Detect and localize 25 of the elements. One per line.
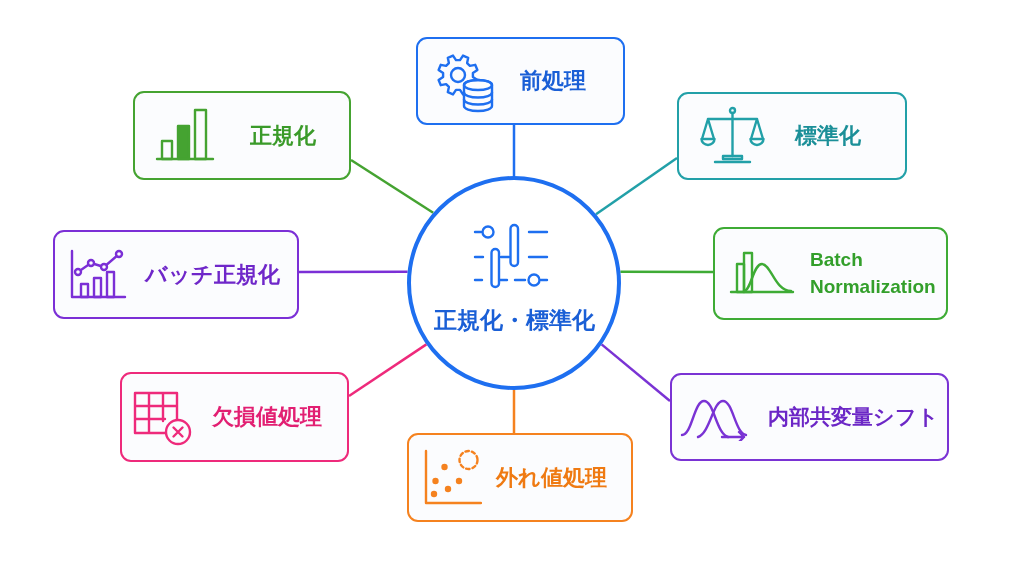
hub-title: 正規化・標準化 xyxy=(433,307,595,335)
connector-line xyxy=(595,156,678,216)
topic-label: 外れ値処理 xyxy=(496,464,607,491)
connector-line xyxy=(350,158,434,214)
topic-label: 正規化 xyxy=(250,122,316,149)
topic-box xyxy=(120,372,349,462)
topic-box xyxy=(677,92,907,180)
topic-label: 前処理 xyxy=(520,67,586,95)
topic-box xyxy=(713,227,948,320)
connector-line xyxy=(620,270,713,274)
topic-box xyxy=(670,373,949,461)
connector-line xyxy=(512,390,516,433)
connector-line xyxy=(299,270,408,274)
topic-box xyxy=(133,91,351,180)
topic-box xyxy=(53,230,299,319)
connector-line xyxy=(512,125,516,176)
topic-label: バッチ正規化 xyxy=(145,261,280,288)
topic-box xyxy=(416,37,625,125)
connector-line xyxy=(348,343,428,398)
connector-line xyxy=(600,343,671,402)
topic-label: Batch Normalization xyxy=(810,247,937,300)
topic-label: 内部共変量シフト xyxy=(768,404,939,430)
topic-label: 標準化 xyxy=(795,122,861,150)
topic-label: 欠損値処理 xyxy=(212,403,322,431)
topic-box xyxy=(407,433,633,522)
